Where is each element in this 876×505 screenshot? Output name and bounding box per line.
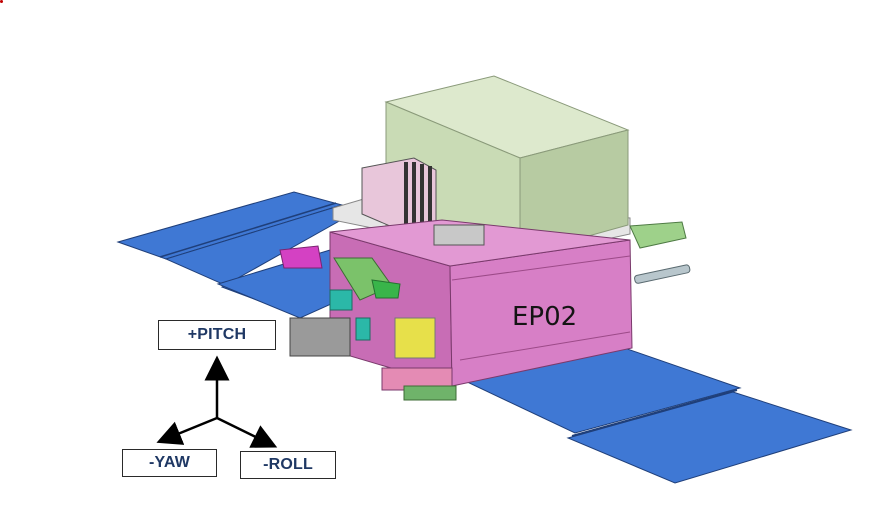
roll-axis-arrow <box>216 416 278 448</box>
corner-mark <box>0 0 3 3</box>
payload-box-side <box>519 129 629 256</box>
pitch-axis-label: +PITCH <box>158 320 276 350</box>
roll-axis-label: -ROLL <box>240 451 336 479</box>
axis-triad <box>156 355 278 448</box>
yaw-axis-label: -YAW <box>122 449 217 477</box>
electronics-stack <box>361 157 437 233</box>
model-label: EP02 <box>512 302 578 332</box>
yaw-axis-arrow <box>156 416 218 445</box>
bus-components <box>279 224 485 401</box>
right-booms <box>629 221 691 284</box>
